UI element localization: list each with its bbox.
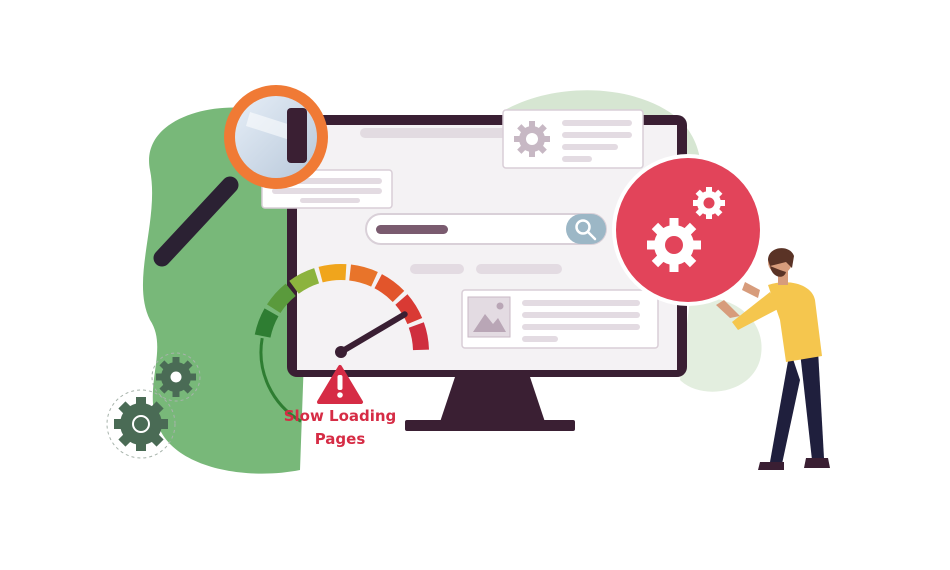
gauge-segment [348, 264, 378, 287]
gauge-segment [318, 263, 347, 283]
search-button[interactable] [566, 214, 606, 244]
gauge-segment [254, 308, 279, 338]
speed-gauge [254, 263, 429, 423]
gauge-segment [408, 322, 429, 351]
gears-decoration [106, 352, 201, 459]
browser-address-bar [360, 128, 510, 138]
slow-loading-caption: Slow Loading Pages [270, 405, 410, 451]
search-bar[interactable] [365, 213, 607, 245]
search-input-text [376, 225, 448, 234]
image-icon [473, 314, 506, 332]
gauge-segment [266, 283, 296, 314]
gauge-segments [254, 263, 429, 423]
monitor-stand [440, 377, 545, 422]
gauge-tail [259, 337, 302, 423]
person-figure [716, 248, 830, 470]
search-icon [575, 219, 597, 241]
placeholder-line [476, 264, 562, 274]
gear-icon [514, 121, 550, 157]
gears-circle [612, 154, 764, 306]
gauge-segment [289, 268, 320, 294]
warning-text-line2: Pages [314, 430, 366, 448]
gears-icon [647, 187, 725, 272]
gauge-segment [395, 294, 423, 325]
gauge-needle [338, 311, 408, 355]
magnifying-glass-icon [153, 85, 328, 267]
image-card [461, 289, 659, 349]
settings-card [502, 109, 644, 169]
warning-icon [317, 365, 363, 404]
gauge-segment [374, 274, 405, 303]
placeholder-line [410, 264, 464, 274]
warning-text-line1: Slow Loading [283, 407, 397, 425]
monitor-base [405, 420, 575, 431]
gauge-hub [335, 346, 347, 358]
